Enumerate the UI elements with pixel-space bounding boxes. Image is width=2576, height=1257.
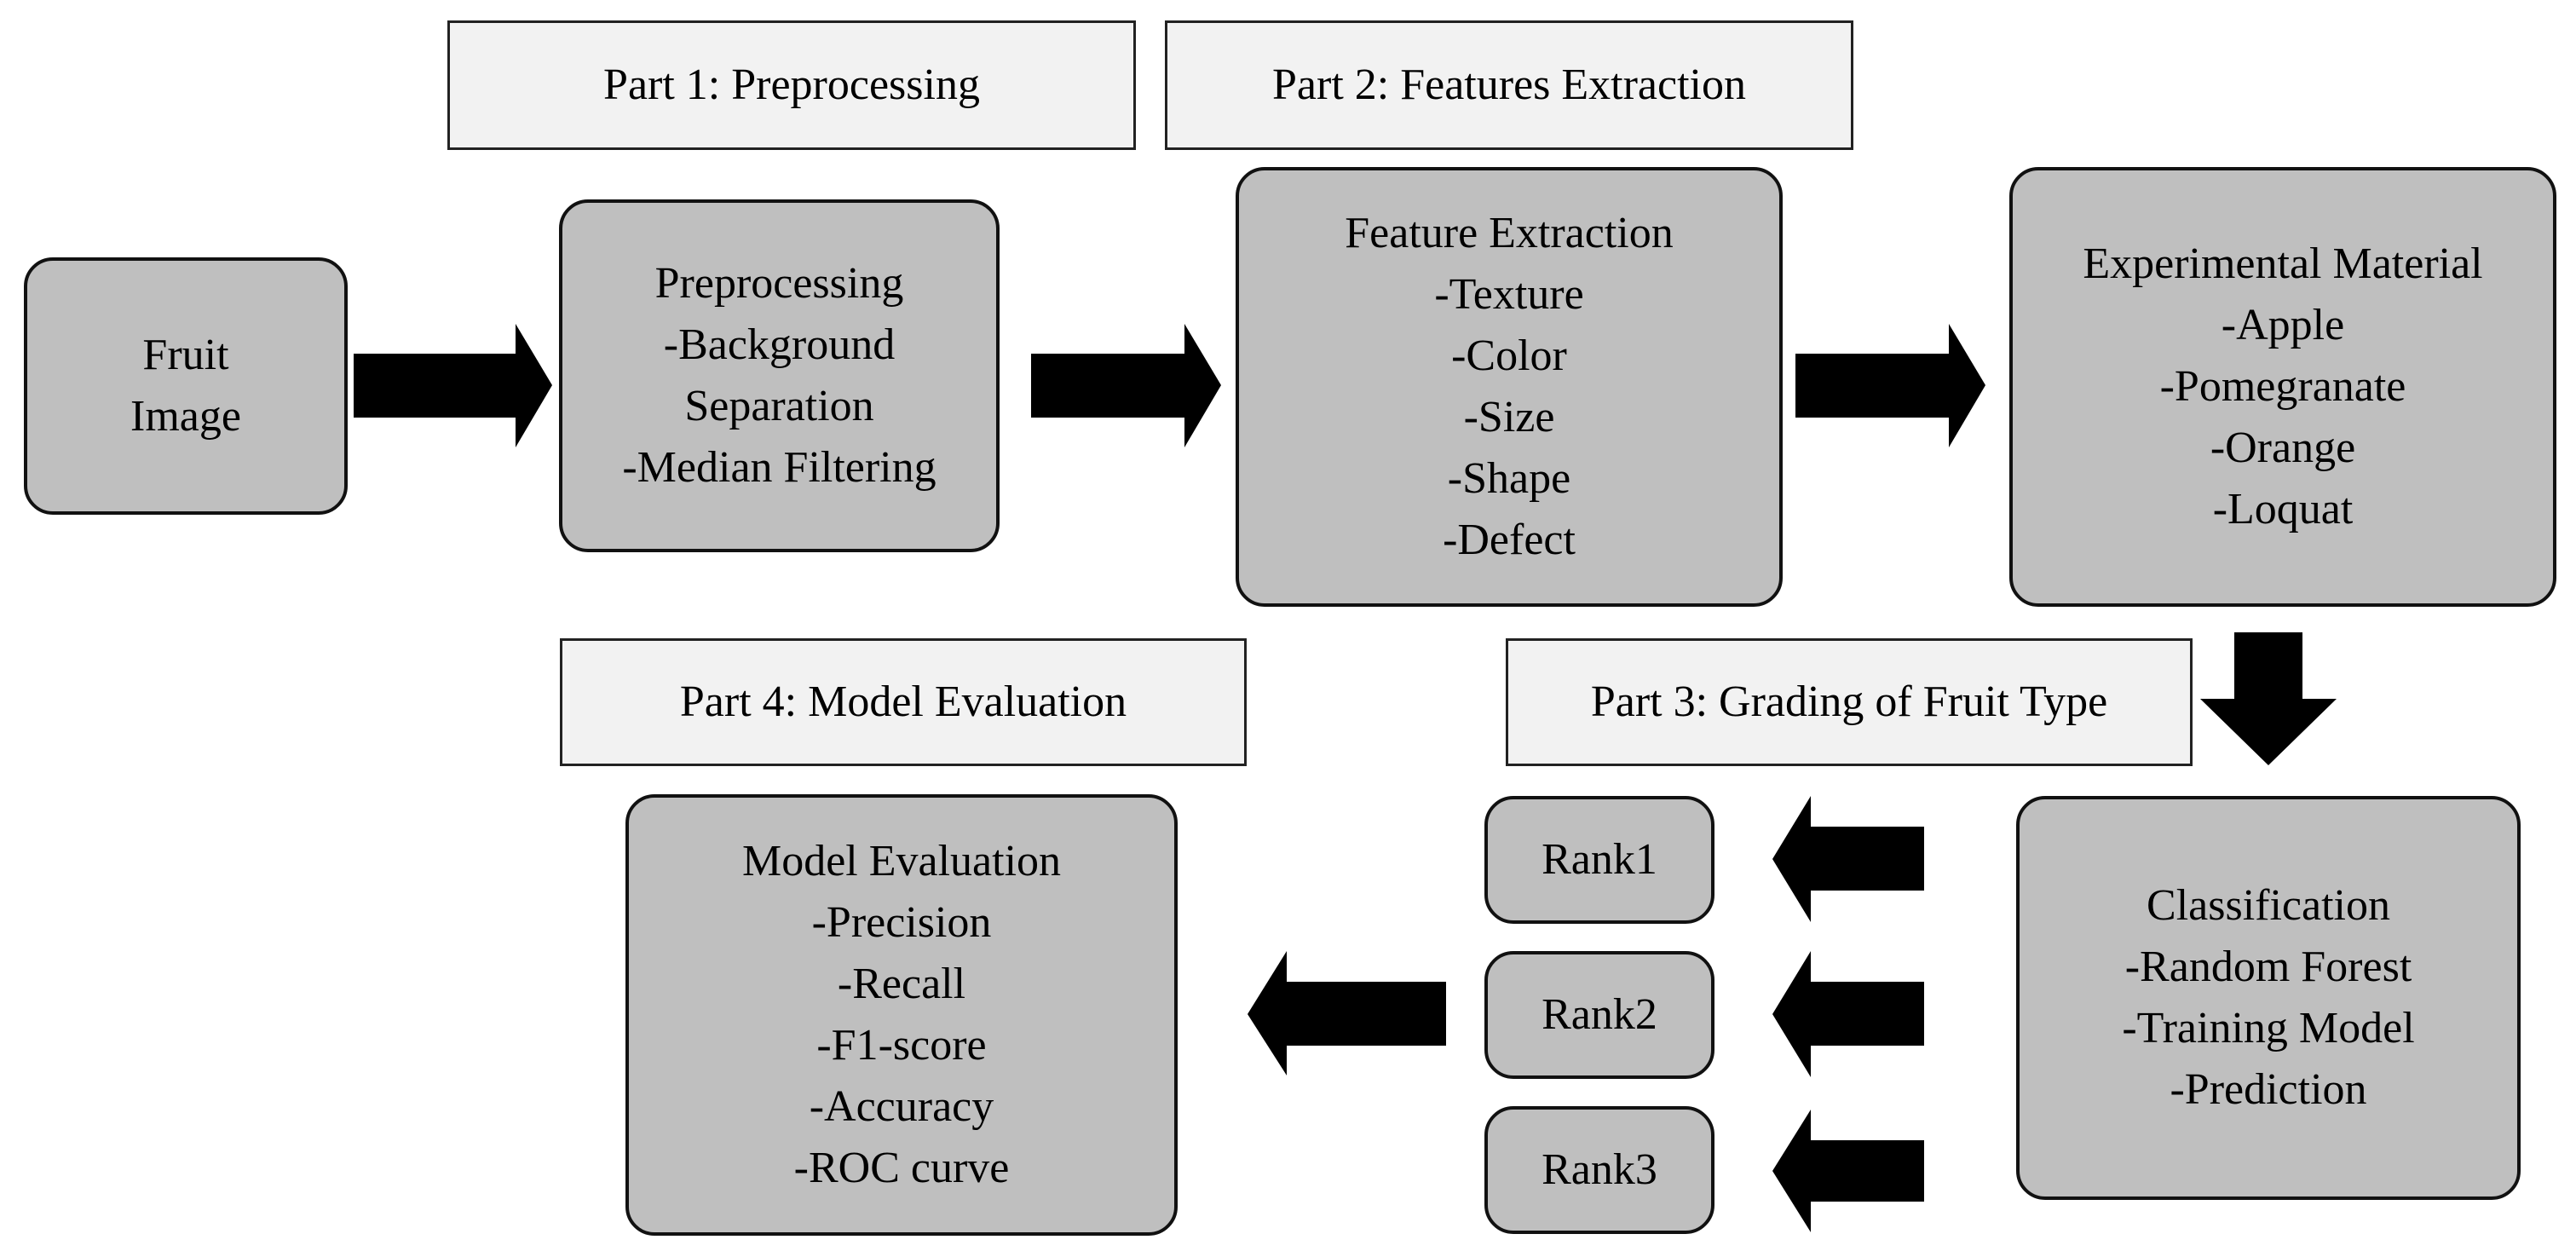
- arrow-classification-to-rank3: [1772, 1110, 1924, 1232]
- arrow-classification-to-rank1: [1772, 796, 1924, 922]
- node-item: -ROC curve: [793, 1144, 1010, 1192]
- classification-node: Classification -Random Forest -Training Mo…: [2016, 796, 2521, 1200]
- node-item: -Orange: [2210, 424, 2356, 472]
- arrow-features-to-material: [1795, 324, 1985, 447]
- node-item: -Shape: [1447, 454, 1571, 503]
- node-item: -Size: [1463, 393, 1555, 441]
- part1-label: Part 1: Preprocessing: [447, 20, 1136, 150]
- node-item: -Defect: [1443, 516, 1576, 564]
- node-item: -Training Model: [2122, 1004, 2415, 1052]
- rank1-node: Rank1: [1484, 796, 1714, 924]
- rank3-node: Rank3: [1484, 1106, 1714, 1234]
- arrow-fruit-to-preprocessing: [354, 324, 552, 447]
- node-item: -Accuracy: [809, 1082, 994, 1131]
- node-item: -F1-score: [816, 1021, 987, 1070]
- feature-extraction-node: Feature Extraction -Texture -Color -Size -Sh…: [1236, 167, 1783, 607]
- node-item: -Recall: [837, 960, 966, 1008]
- node-item: -Loquat: [2212, 485, 2354, 533]
- node-title: Rank1: [1542, 835, 1657, 884]
- node-item: -Random Forest: [2124, 943, 2412, 991]
- node-item: -Precision: [811, 898, 992, 947]
- rank2-node: Rank2: [1484, 951, 1714, 1079]
- node-item: -Background: [663, 320, 896, 369]
- node-title: Model Evaluation: [741, 837, 1062, 885]
- node-item: -Pomegranate: [2159, 362, 2406, 411]
- node-item: Separation: [684, 382, 874, 430]
- node-title: Feature Extraction: [1345, 209, 1674, 257]
- arrow-material-to-classification: [2200, 632, 2337, 765]
- node-title: Rank3: [1542, 1145, 1657, 1194]
- part2-label: Part 2: Features Extraction: [1165, 20, 1853, 150]
- part4-label: Part 4: Model Evaluation: [560, 638, 1247, 766]
- node-item: -Color: [1451, 332, 1567, 380]
- model-evaluation-node: Model Evaluation -Precision -Recall -F1-sco…: [625, 794, 1178, 1236]
- arrow-ranks-to-evaluation: [1248, 951, 1446, 1075]
- node-title: Classification: [2147, 881, 2390, 930]
- node-item: -Median Filtering: [622, 443, 936, 492]
- node-item: Image: [130, 392, 241, 441]
- part3-label: Part 3: Grading of Fruit Type: [1506, 638, 2193, 766]
- node-title: Rank2: [1542, 990, 1657, 1039]
- node-item: -Texture: [1434, 270, 1584, 319]
- arrow-preprocessing-to-features: [1031, 324, 1221, 447]
- arrow-classification-to-rank2: [1772, 951, 1924, 1077]
- node-title: Fruit: [142, 331, 229, 379]
- node-title: Experimental Material: [2083, 239, 2483, 288]
- node-item: -Apple: [2221, 301, 2345, 349]
- experimental-material-node: Experimental Material -Apple -Pomegranate -…: [2009, 167, 2556, 607]
- node-item: -Prediction: [2170, 1065, 2367, 1114]
- node-title: Preprocessing: [654, 259, 904, 308]
